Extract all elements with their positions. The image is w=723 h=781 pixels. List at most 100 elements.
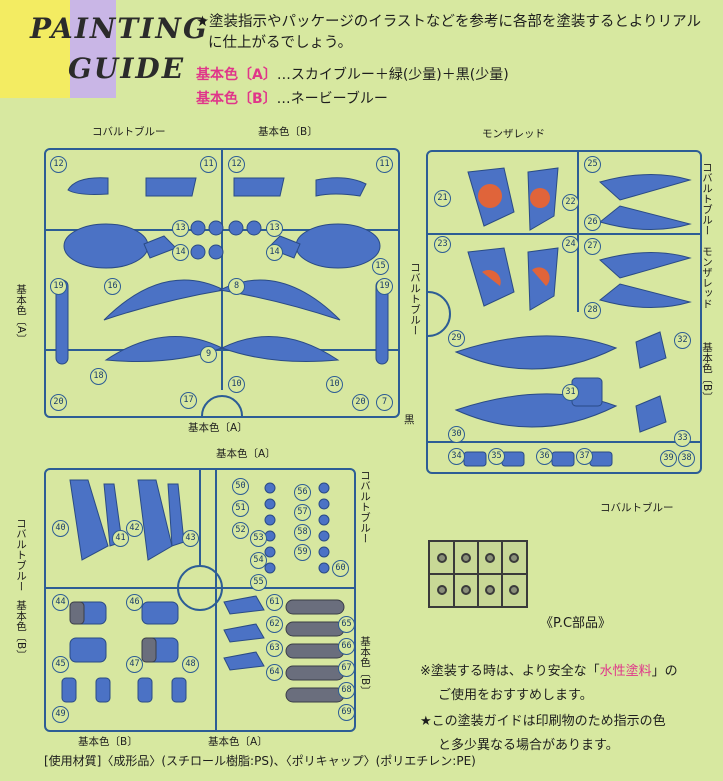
part-number: 56	[294, 484, 311, 501]
part-number: 9	[200, 346, 217, 363]
part-number: 24	[562, 236, 579, 253]
guide-note-1: ★この塗装ガイドは印刷物のため指示の色	[420, 714, 666, 729]
label-cobalt-right-1: コバルトブルー	[701, 162, 713, 236]
part-number: 10	[228, 376, 245, 393]
logo-line-1: PAINTING	[30, 12, 209, 45]
part-number: 11	[376, 156, 393, 173]
color-a-text: …スカイブルー＋緑(少量)＋黒(少量)	[276, 67, 509, 83]
water-paint-note: ※塗装する時は、より安全な「水性塗料」の	[420, 660, 678, 679]
part-number: 26	[584, 214, 601, 231]
part-number: 52	[232, 522, 249, 539]
label-base-a-tl: 基本色〔A〕	[188, 422, 248, 434]
label-black: 黒	[404, 414, 415, 426]
label-cobalt-mid: コバルトブルー	[409, 262, 421, 336]
water-paint-note-2: ご使用をおすすめします。	[438, 688, 593, 703]
part-number: 53	[250, 530, 267, 547]
part-number: 37	[576, 448, 593, 465]
label-cobalt-center: コバルトブルー	[359, 470, 371, 544]
intro-line-2: に仕上がるでしょう。	[208, 35, 353, 51]
part-number: 22	[562, 194, 579, 211]
intro-line-1: ★塗装指示やパッケージのイラストなどを参考に各部を塗装するとよりリアル	[196, 14, 701, 30]
guide-note-2: と多少異なる場合があります。	[438, 738, 619, 753]
part-number: 64	[266, 664, 283, 681]
part-number: 12	[228, 156, 245, 173]
part-number: 20	[50, 394, 67, 411]
part-number: 51	[232, 500, 249, 517]
part-number: 44	[52, 594, 69, 611]
part-number: 69	[338, 704, 355, 721]
part-number: 43	[182, 530, 199, 547]
part-number: 8	[228, 278, 245, 295]
color-a-label: 基本色〔A〕	[196, 67, 277, 83]
part-number: 34	[448, 448, 465, 465]
label-base-b-right: 基本色〔B〕	[701, 342, 713, 402]
runner-bottom-left: 40 41 42 43 44 45 46 47 48 49 50 51 52 5…	[44, 468, 356, 732]
label-cobalt-left: コバルトブルー	[15, 518, 27, 592]
part-number: 50	[232, 478, 249, 495]
part-number: 38	[678, 450, 695, 467]
color-a-spec: 基本色〔A〕…スカイブルー＋緑(少量)＋黒(少量)	[196, 64, 509, 84]
part-number: 47	[126, 656, 143, 673]
part-number: 13	[172, 220, 189, 237]
logo-line-2: GUIDE	[68, 52, 186, 85]
part-number: 54	[250, 552, 267, 569]
part-number: 14	[172, 244, 189, 261]
label-cobalt-bottom: コバルトブルー	[600, 502, 674, 514]
part-number: 27	[584, 238, 601, 255]
part-number: 62	[266, 616, 283, 633]
part-number: 67	[338, 660, 355, 677]
part-number: 19	[50, 278, 67, 295]
pc-parts-frame	[428, 540, 528, 608]
part-number: 11	[200, 156, 217, 173]
part-number: 65	[338, 616, 355, 633]
part-number: 68	[338, 682, 355, 699]
runner-bottom-left-parts	[46, 470, 354, 730]
water-note-part-2: 」の	[651, 664, 678, 679]
part-number: 57	[294, 504, 311, 521]
part-number: 30	[448, 426, 465, 443]
part-number: 63	[266, 640, 283, 657]
runner-top-right: 21 22 23 24 25 26 27 28 29 30 31 32 33 3…	[426, 150, 702, 474]
part-number: 14	[266, 244, 283, 261]
runner-top-left-parts	[46, 150, 398, 416]
part-number: 19	[376, 278, 393, 295]
color-b-text: …ネービーブルー	[276, 91, 388, 107]
part-number: 17	[180, 392, 197, 409]
label-base-a-bottom: 基本色〔A〕	[208, 736, 268, 748]
part-number: 46	[126, 594, 143, 611]
water-paint-highlight: 水性塗料	[599, 664, 652, 679]
part-number: 58	[294, 524, 311, 541]
part-number: 13	[266, 220, 283, 237]
part-number: 48	[182, 656, 199, 673]
label-base-b-center: 基本色〔B〕	[359, 636, 371, 696]
color-b-label: 基本色〔B〕	[196, 91, 277, 107]
part-number: 42	[126, 520, 143, 537]
label-base-b-tl: 基本色〔B〕	[258, 126, 318, 138]
part-number: 18	[90, 368, 107, 385]
label-monza: モンザレッド	[482, 128, 545, 140]
part-number: 36	[536, 448, 553, 465]
label-cobalt-tl: コバルトブルー	[92, 126, 166, 138]
pc-parts-drawing	[430, 542, 526, 606]
part-number: 29	[448, 330, 465, 347]
color-b-spec: 基本色〔B〕…ネービーブルー	[196, 88, 388, 108]
part-number: 21	[434, 190, 451, 207]
intro-text: ★塗装指示やパッケージのイラストなどを参考に各部を塗装するとよりリアル に仕上が…	[196, 12, 716, 54]
part-number: 25	[584, 156, 601, 173]
runner-top-right-parts	[428, 152, 700, 467]
part-number: 60	[332, 560, 349, 577]
runner-top-left: 12 11 12 11 13 14 13 14 16 15 19 8 19 18…	[44, 148, 400, 418]
part-number: 59	[294, 544, 311, 561]
part-number: 39	[660, 450, 677, 467]
part-number: 49	[52, 706, 69, 723]
label-base-b-left: 基本色〔B〕	[15, 600, 27, 660]
materials-footer: [使用材質]〈成形品〉(スチロール樹脂:PS)、〈ポリキャップ〉(ポリエチレン:…	[44, 754, 476, 768]
part-number: 31	[562, 384, 579, 401]
painting-guide-logo: PAINTING GUIDE	[0, 0, 207, 98]
part-number: 15	[372, 258, 389, 275]
part-number: 33	[674, 430, 691, 447]
water-note-part-1: ※塗装する時は、より安全な「	[420, 664, 600, 679]
part-number: 7	[376, 394, 393, 411]
part-number: 12	[50, 156, 67, 173]
part-number: 32	[674, 332, 691, 349]
